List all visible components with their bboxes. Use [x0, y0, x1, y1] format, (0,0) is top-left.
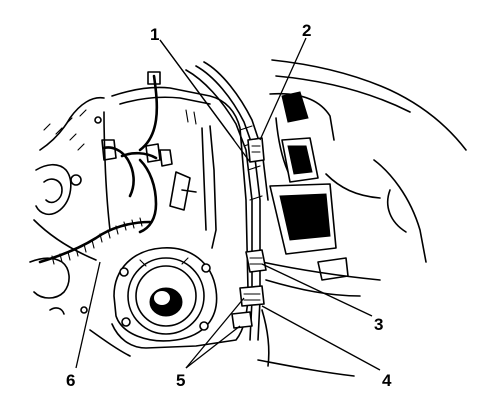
speaker-assembly — [113, 247, 218, 342]
instrument-panel — [257, 59, 467, 377]
callout-5: 5 — [176, 371, 185, 390]
body-pillar — [29, 96, 131, 357]
door-edge-hardware — [231, 137, 267, 329]
callout-6: 6 — [66, 371, 75, 390]
callout-1: 1 — [150, 25, 159, 44]
leader-lines — [75, 37, 381, 371]
callout-4: 4 — [382, 371, 392, 390]
callout-2: 2 — [302, 21, 311, 40]
callout-3: 3 — [374, 315, 383, 334]
wire-harness — [38, 71, 197, 265]
door-inner-panel — [103, 86, 249, 349]
